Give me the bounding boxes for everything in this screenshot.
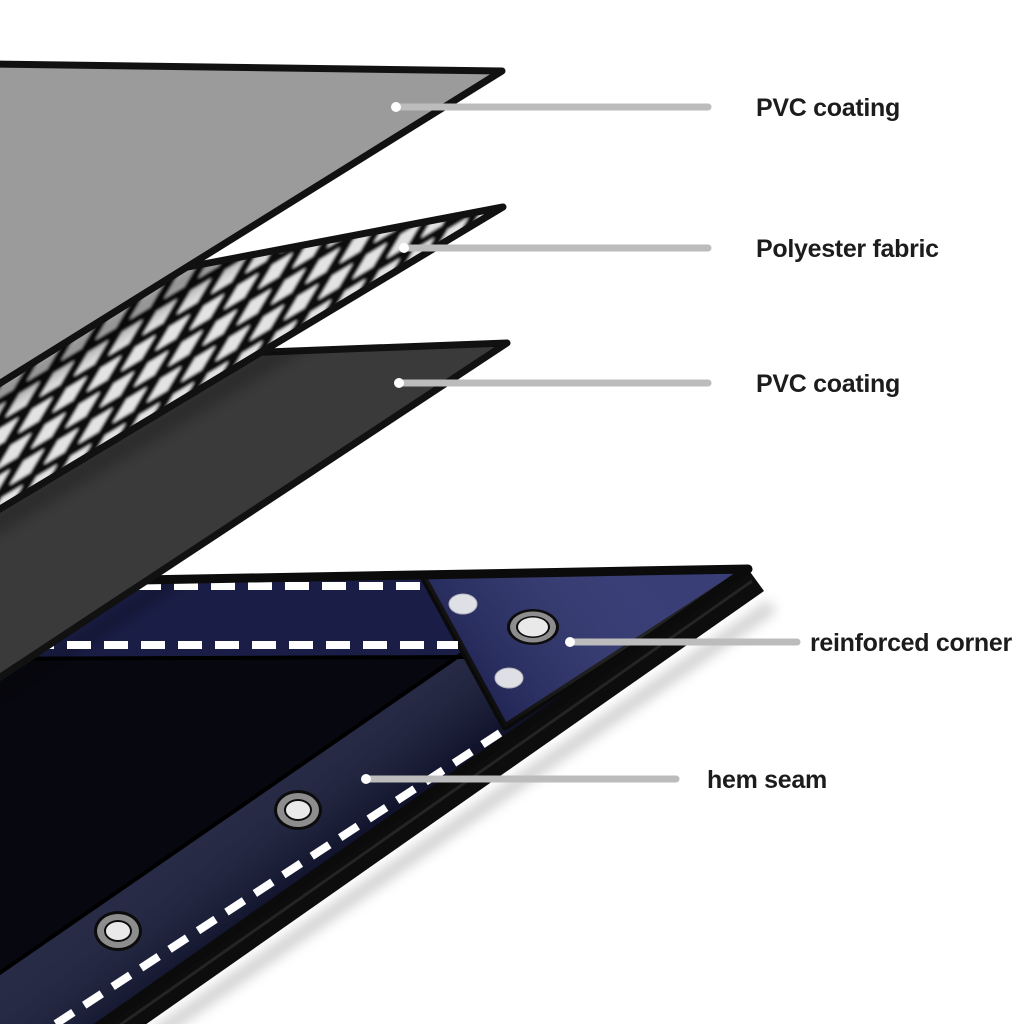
mesh-outline (0, 203, 507, 514)
leader-pvc-top (391, 102, 712, 112)
tarp-outline (0, 564, 753, 1024)
leader-lines (361, 102, 801, 784)
grommet (94, 911, 142, 951)
callout-label-polyester-fabric: Polyester fabric (756, 235, 939, 263)
leader-dot (565, 637, 575, 647)
cast-shadow-on-tarp (0, 569, 521, 749)
leader-pvc-middle (394, 378, 712, 388)
leader-reinforced-corner (565, 637, 801, 647)
callout-label-hem-seam: hem seam (707, 766, 827, 794)
callout-labels: PVC coating Polyester fabric PVC coating… (707, 94, 1013, 794)
leader-dot (399, 243, 409, 253)
rivet-dot (448, 593, 478, 615)
stitch-line-diagonal (22, 729, 503, 1024)
hem-seam-line-diagonal (0, 651, 465, 1024)
rivet-dot (494, 667, 524, 689)
tarp-shadow (158, 600, 776, 1024)
callout-label-reinforced-corner: reinforced corner (810, 629, 1012, 657)
leader-dot (394, 378, 404, 388)
leader-hem-seam (361, 774, 680, 784)
leader-dot (361, 774, 371, 784)
grommet (274, 790, 322, 830)
callout-label-pvc-middle: PVC coating (756, 370, 900, 398)
grommet-corner (507, 609, 559, 645)
tarp-side-highlight (118, 579, 753, 1024)
tarp-layer (0, 564, 776, 1024)
callout-label-pvc-top: PVC coating (756, 94, 900, 122)
cast-shadow-on-middle-sheet (0, 343, 355, 577)
leader-polyester-fabric (399, 243, 712, 253)
leader-dot (391, 102, 401, 112)
pvc-coating-top-layer (0, 60, 506, 388)
